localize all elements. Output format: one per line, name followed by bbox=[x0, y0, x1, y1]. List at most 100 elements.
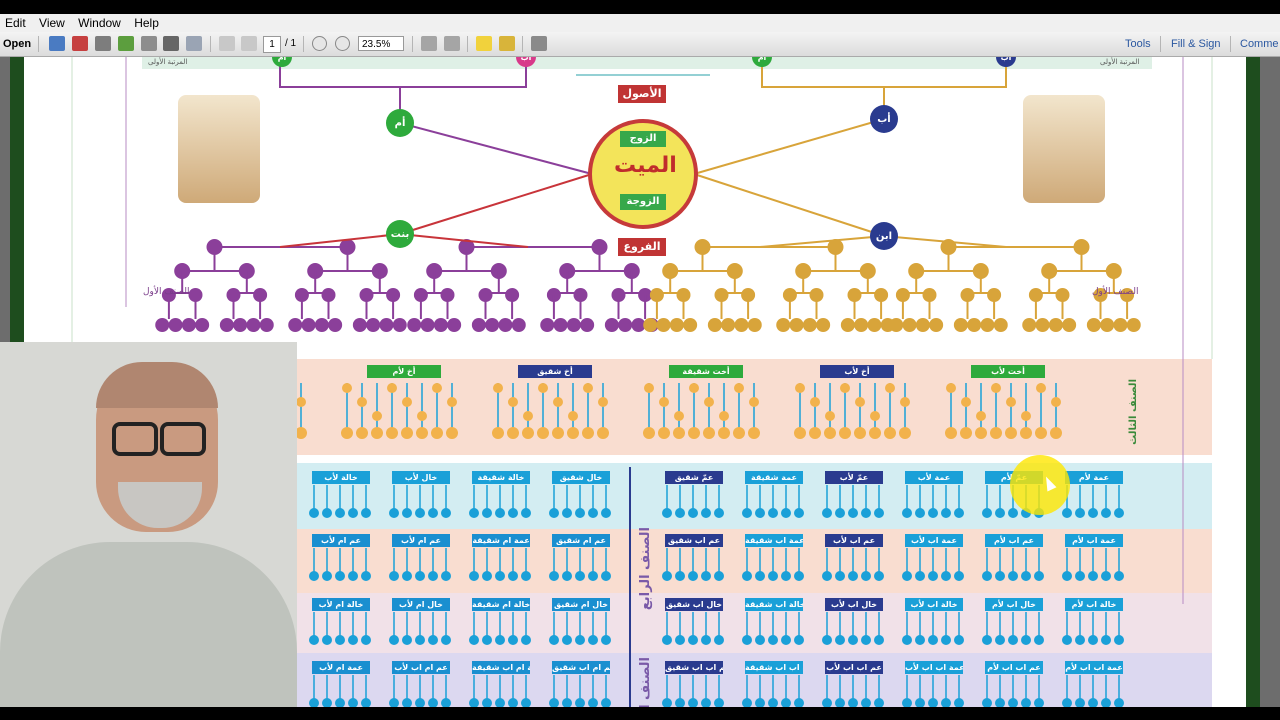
sibling-node bbox=[432, 383, 442, 393]
uncle-node bbox=[575, 571, 585, 581]
uncle-node bbox=[675, 698, 685, 707]
save-icon[interactable] bbox=[141, 36, 157, 51]
uncle-node bbox=[495, 508, 505, 518]
zoom-select[interactable]: 23.5% bbox=[358, 36, 404, 51]
uncle-node bbox=[322, 571, 332, 581]
top-right-rank: المرتبة الأولى bbox=[1100, 58, 1140, 66]
comment-icon[interactable] bbox=[476, 36, 492, 51]
son-tree-b-leaf bbox=[1113, 318, 1128, 332]
uncle-node bbox=[441, 698, 451, 707]
uncle-node bbox=[768, 635, 778, 645]
sibling-node bbox=[357, 397, 367, 407]
sibling-node bbox=[1006, 397, 1016, 407]
uncle-node bbox=[928, 571, 938, 581]
uncle-node bbox=[688, 635, 698, 645]
uncle-node bbox=[982, 698, 992, 707]
create-pdf-icon[interactable] bbox=[49, 36, 65, 51]
menu-view[interactable]: View bbox=[39, 16, 65, 30]
uncle-label-right: عمة اب لأم bbox=[1065, 534, 1123, 547]
tools-button[interactable]: Tools bbox=[1125, 38, 1151, 50]
uncle-node bbox=[822, 698, 832, 707]
uncle-node bbox=[322, 635, 332, 645]
uncle-node bbox=[861, 698, 871, 707]
emblem-logo-left bbox=[178, 95, 260, 203]
page-number-input[interactable]: 1 bbox=[263, 36, 281, 53]
sibling-leaf bbox=[703, 427, 715, 439]
edit-icon[interactable] bbox=[95, 36, 111, 51]
sibling-leaf bbox=[869, 427, 881, 439]
document-viewer[interactable]: المرتبة الأولى المرتبة الأولى الميت الزو… bbox=[0, 57, 1280, 707]
uncle-node bbox=[601, 571, 611, 581]
zoom-in-icon[interactable] bbox=[335, 36, 350, 51]
fit-page-icon[interactable] bbox=[421, 36, 437, 51]
son-tree-b-leaf bbox=[1048, 318, 1063, 332]
sibling-node bbox=[447, 397, 457, 407]
class1-left-label: الصنف الأول bbox=[143, 287, 190, 297]
prev-page-icon[interactable] bbox=[219, 36, 235, 51]
uncle-node bbox=[902, 635, 912, 645]
expand-icon[interactable] bbox=[531, 36, 547, 51]
uncle-node bbox=[742, 571, 752, 581]
daughter-tree-b-leaf bbox=[420, 318, 435, 332]
uncle-node bbox=[941, 698, 951, 707]
uncle-label-right: عمة اب لأب bbox=[905, 534, 963, 547]
fit-width-icon[interactable] bbox=[444, 36, 460, 51]
sibling-leaf bbox=[295, 427, 307, 439]
cursor-highlight bbox=[1010, 455, 1070, 515]
sibling-leaf bbox=[688, 427, 700, 439]
husband-label: الزوج bbox=[620, 131, 666, 147]
class1-right-label: الصنف الأول bbox=[1092, 287, 1139, 297]
uncle-node bbox=[402, 571, 412, 581]
sibling-label: أخ لأب bbox=[820, 365, 894, 378]
uncle-node bbox=[928, 508, 938, 518]
emblem-logo-right bbox=[1023, 95, 1105, 203]
uncle-node bbox=[848, 508, 858, 518]
cloud-icon[interactable] bbox=[118, 36, 134, 51]
sibling-node bbox=[372, 411, 382, 421]
uncle-node bbox=[1088, 698, 1098, 707]
uncle-node bbox=[1034, 571, 1044, 581]
print-icon[interactable] bbox=[163, 36, 179, 51]
menu-window[interactable]: Window bbox=[78, 16, 121, 30]
right-frame bbox=[1246, 57, 1260, 707]
comment-button[interactable]: Comme bbox=[1240, 38, 1279, 50]
combine-icon[interactable] bbox=[72, 36, 88, 51]
uncle-node bbox=[521, 698, 531, 707]
sibling-node bbox=[810, 397, 820, 407]
email-icon[interactable] bbox=[186, 36, 202, 51]
uncle-node bbox=[441, 508, 451, 518]
uncle-node bbox=[941, 508, 951, 518]
daughter-tree-a-leaf bbox=[195, 318, 210, 332]
daughter-node: بنت bbox=[386, 220, 414, 248]
menu-help[interactable]: Help bbox=[134, 16, 159, 30]
zoom-out-icon[interactable] bbox=[312, 36, 327, 51]
uncle-node bbox=[742, 698, 752, 707]
uncle-node bbox=[1101, 571, 1111, 581]
uncle-node bbox=[402, 635, 412, 645]
uncle-node bbox=[469, 698, 479, 707]
highlight-icon[interactable] bbox=[499, 36, 515, 51]
presenter-shirt bbox=[0, 542, 297, 707]
uncle-node bbox=[902, 508, 912, 518]
sibling-leaf bbox=[416, 427, 428, 439]
sibling-node bbox=[870, 411, 880, 421]
uncle-node bbox=[1114, 698, 1124, 707]
sibling-leaf bbox=[884, 427, 896, 439]
fill-sign-button[interactable]: Fill & Sign bbox=[1171, 38, 1221, 50]
sibling-node bbox=[553, 397, 563, 407]
uncle-node bbox=[1062, 571, 1072, 581]
menu-edit[interactable]: Edit bbox=[5, 16, 26, 30]
sibling-node bbox=[402, 397, 412, 407]
bottom-bar bbox=[0, 707, 1280, 720]
open-button[interactable]: Open bbox=[3, 38, 32, 50]
uncle-node bbox=[335, 508, 345, 518]
uncle-node bbox=[675, 635, 685, 645]
deceased-title: الميت bbox=[614, 153, 677, 178]
uncle-label-right: عم اب لأم bbox=[985, 534, 1043, 547]
sibling-node bbox=[583, 383, 593, 393]
uncle-node bbox=[508, 698, 518, 707]
sibling-node bbox=[961, 397, 971, 407]
next-page-icon[interactable] bbox=[241, 36, 257, 51]
uncle-node bbox=[835, 635, 845, 645]
uncle-node bbox=[742, 508, 752, 518]
